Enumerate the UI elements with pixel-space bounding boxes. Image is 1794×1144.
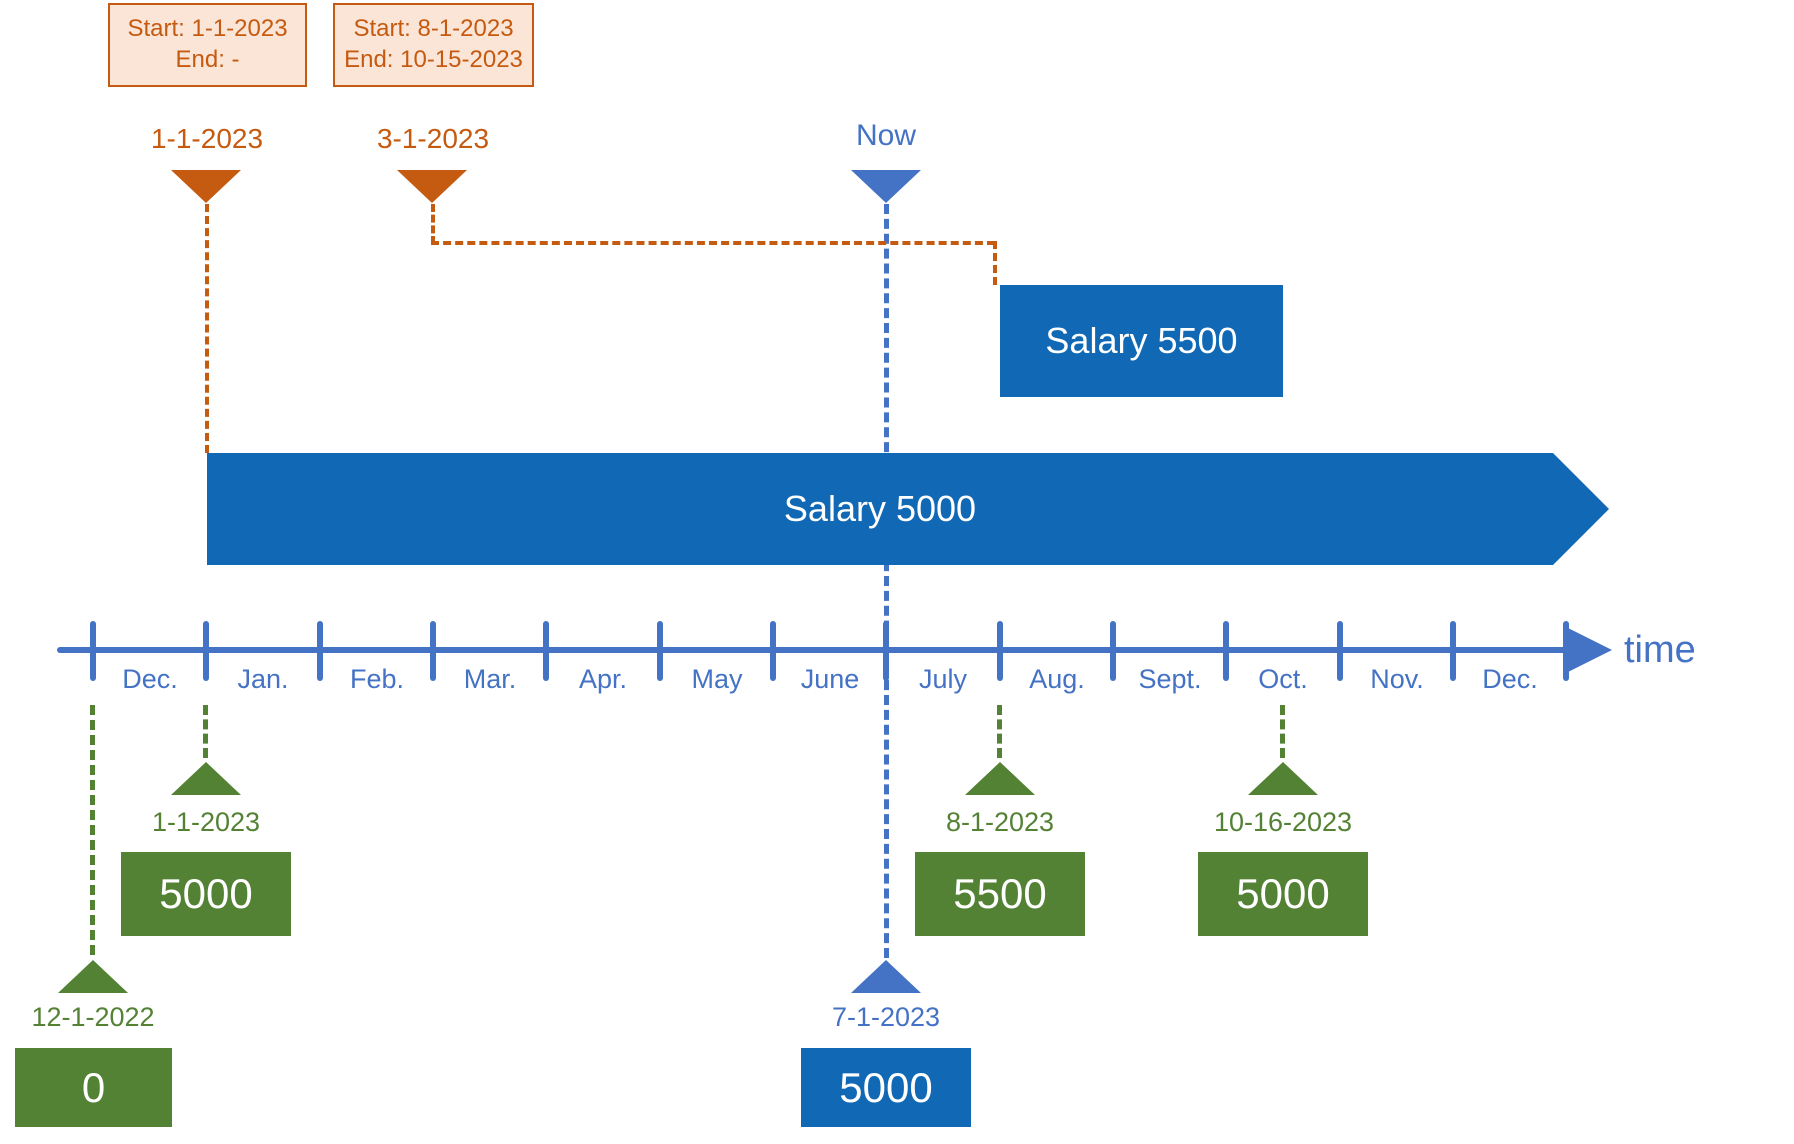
milestone-value-text: 0 xyxy=(81,1064,106,1111)
axis-tick xyxy=(1223,621,1229,681)
milestone-12-1-2022-up-triangle-icon xyxy=(58,960,128,993)
milestone-12-1-2022-date: 12-1-2022 xyxy=(31,1002,155,1032)
milestone-10-16-2023-date: 10-16-2023 xyxy=(1213,807,1353,837)
month-label-feb: Feb. xyxy=(349,664,405,694)
annotation-1-start: Start: 1-1-2023 xyxy=(127,15,288,42)
annotation-box-1: Start: 1-1-2023 End: - xyxy=(108,3,307,87)
time-axis-label: time xyxy=(1624,629,1696,671)
milestone-1-1-2023-value: 5000 xyxy=(121,852,291,936)
salary-5000-label: Salary 5000 xyxy=(783,488,977,529)
time-axis-line xyxy=(57,647,1570,653)
month-label-jan: Jan. xyxy=(237,664,289,694)
axis-tick xyxy=(203,621,209,681)
annotation-1-end: End: - xyxy=(175,46,240,73)
now-label: Now xyxy=(855,119,916,152)
month-label-aug: Aug. xyxy=(1029,664,1085,694)
axis-tick xyxy=(770,621,776,681)
axis-tick xyxy=(883,621,889,681)
month-label-jun: June xyxy=(800,664,860,694)
milestone-8-1-2023-date: 8-1-2023 xyxy=(945,807,1055,837)
now-down-triangle-icon xyxy=(851,170,921,203)
month-label-apr: Apr. xyxy=(578,664,628,694)
annotation-box-2: Start: 8-1-2023 End: 10-15-2023 xyxy=(333,3,534,87)
milestone-7-1-2023-date: 7-1-2023 xyxy=(831,1002,941,1032)
now-dashed-line xyxy=(884,204,889,958)
month-label-nov: Nov. xyxy=(1370,664,1424,694)
milestone-7-1-2023-up-triangle-icon xyxy=(851,960,921,993)
milestone-7-1-2023-value: 5000 xyxy=(801,1048,971,1127)
axis-tick xyxy=(1563,621,1569,681)
milestone-value-text: 5000 xyxy=(159,870,253,917)
milestone-8-1-2023-value: 5500 xyxy=(915,852,1085,936)
milestone-value-text: 5000 xyxy=(1236,870,1330,917)
time-axis-arrowhead-icon xyxy=(1566,627,1612,673)
month-label-dec22: Dec. xyxy=(122,664,178,694)
axis-tick xyxy=(90,621,96,681)
event1-connector-line xyxy=(205,204,209,453)
milestone-10-16-2023-value: 5000 xyxy=(1198,852,1368,936)
milestone-12-1-2022-line xyxy=(90,705,95,955)
milestone-1-1-2023-date: 1-1-2023 xyxy=(151,807,261,837)
month-label-sep: Sept. xyxy=(1138,664,1202,694)
axis-tick xyxy=(430,621,436,681)
event2-connector-across xyxy=(431,241,995,245)
axis-tick xyxy=(1337,621,1343,681)
axis-tick xyxy=(1110,621,1116,681)
event2-down-triangle-icon xyxy=(397,170,467,203)
event2-connector-down1 xyxy=(431,204,435,244)
event2-connector-down2 xyxy=(993,241,997,285)
annotation-2-end: End: 10-15-2023 xyxy=(344,46,523,73)
salary-5500-bar: Salary 5500 xyxy=(1000,285,1283,397)
axis-tick xyxy=(997,621,1003,681)
month-label-oct: Oct. xyxy=(1258,664,1308,694)
month-label-dec23: Dec. xyxy=(1482,664,1538,694)
salary-5000-bar: Salary 5000 xyxy=(207,453,1553,565)
salary-5000-arrowhead-icon xyxy=(1553,453,1609,565)
event2-date-label: 3-1-2023 xyxy=(376,123,490,154)
milestone-8-1-2023-line xyxy=(997,705,1002,758)
axis-tick xyxy=(317,621,323,681)
axis-tick xyxy=(657,621,663,681)
milestone-1-1-2023-up-triangle-icon xyxy=(171,762,241,795)
event1-down-triangle-icon xyxy=(171,170,241,203)
salary-5500-label: Salary 5500 xyxy=(1045,320,1238,361)
month-label-mar: Mar. xyxy=(463,664,517,694)
event1-date-label: 1-1-2023 xyxy=(150,123,264,154)
axis-tick xyxy=(1450,621,1456,681)
annotation-2-start: Start: 8-1-2023 xyxy=(353,15,514,42)
milestone-value-text: 5000 xyxy=(839,1064,933,1111)
milestone-value-text: 5500 xyxy=(953,870,1047,917)
axis-tick xyxy=(543,621,549,681)
milestone-8-1-2023-up-triangle-icon xyxy=(965,762,1035,795)
milestone-10-16-2023-line xyxy=(1280,705,1285,758)
month-label-jul: July xyxy=(918,664,967,694)
milestone-12-1-2022-value: 0 xyxy=(15,1048,172,1127)
milestone-1-1-2023-line xyxy=(203,705,208,758)
month-label-may: May xyxy=(691,664,743,694)
milestone-10-16-2023-up-triangle-icon xyxy=(1248,762,1318,795)
